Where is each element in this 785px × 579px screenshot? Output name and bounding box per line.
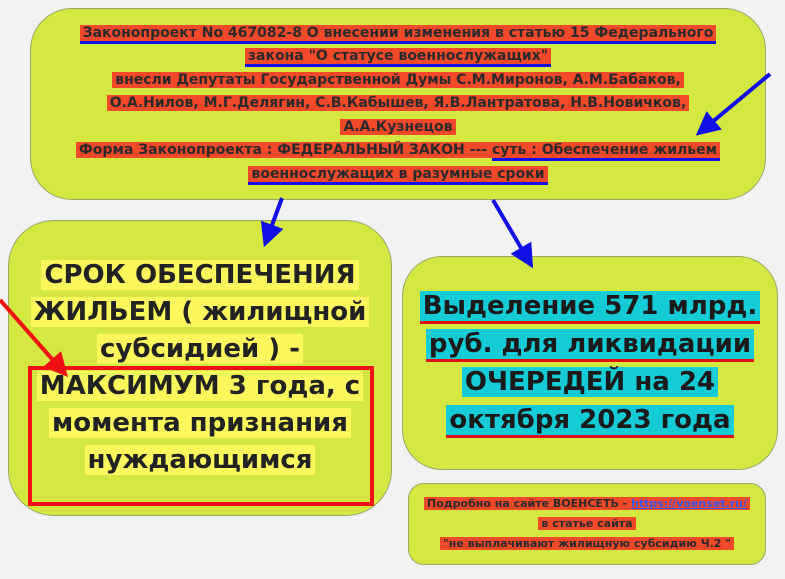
term-line6: нуждающимся	[84, 445, 316, 475]
funding-line2: руб. для ликвидации	[425, 329, 755, 362]
highlight-frame	[28, 366, 374, 506]
bill-form: Форма Законопроекта : ФЕДЕРАЛЬНЫЙ ЗАКОН …	[75, 142, 492, 159]
bill-essence: суть : Обеспечение жильем	[491, 142, 721, 162]
authors-line3: А.А.Кузнецов	[340, 118, 456, 135]
funding-line4: октября 2023 года	[446, 405, 734, 438]
term-line1: СРОК ОБЕСПЕЧЕНИЯ	[41, 260, 359, 290]
arrow-icon	[491, 198, 534, 269]
bill-title-line1: Законопроект No 467082-8 О внесении изме…	[79, 24, 717, 44]
funding-line3: ОЧЕРЕДЕЙ на 24	[461, 367, 719, 397]
bill-title-line2: закона "О статусе военнослужащих"	[244, 48, 552, 68]
source-line3: "не выплачивают жилищную субсидию Ч.2 "	[439, 537, 735, 550]
term-line4: МАКСИМУМ 3 года, с	[36, 371, 364, 401]
source-line2: в статье сайта	[538, 517, 636, 530]
bill-info-box: Законопроект No 467082-8 О внесении изме…	[30, 8, 766, 200]
funding-line1: Выделение 571 млрд.	[419, 291, 761, 324]
voenset-link[interactable]: https://voenset.ru/	[631, 497, 748, 510]
term-line5: момента признания	[49, 408, 351, 438]
source-line1: Подробно на сайте ВОЕНСЕТЬ - https://voe…	[423, 497, 751, 510]
authors-line2: О.А.Нилов, М.Г.Делягин, С.В.Кабышев, Я.В…	[106, 95, 690, 112]
arrow-icon	[695, 72, 772, 136]
bill-essence-line2: военнослужащих в разумные сроки	[248, 165, 548, 185]
term-line3: субсидией ) -	[97, 334, 303, 364]
arrow-icon	[260, 197, 284, 248]
arrow-icon	[0, 298, 68, 377]
funding-box: Выделение 571 млрд. руб. для ликвидации …	[402, 256, 778, 470]
source-box: Подробно на сайте ВОЕНСЕТЬ - https://voe…	[408, 483, 766, 565]
term-line2: ЖИЛЬЕМ ( жилищной	[30, 297, 370, 327]
authors-line1: внесли Депутаты Государственной Думы С.М…	[112, 71, 684, 88]
